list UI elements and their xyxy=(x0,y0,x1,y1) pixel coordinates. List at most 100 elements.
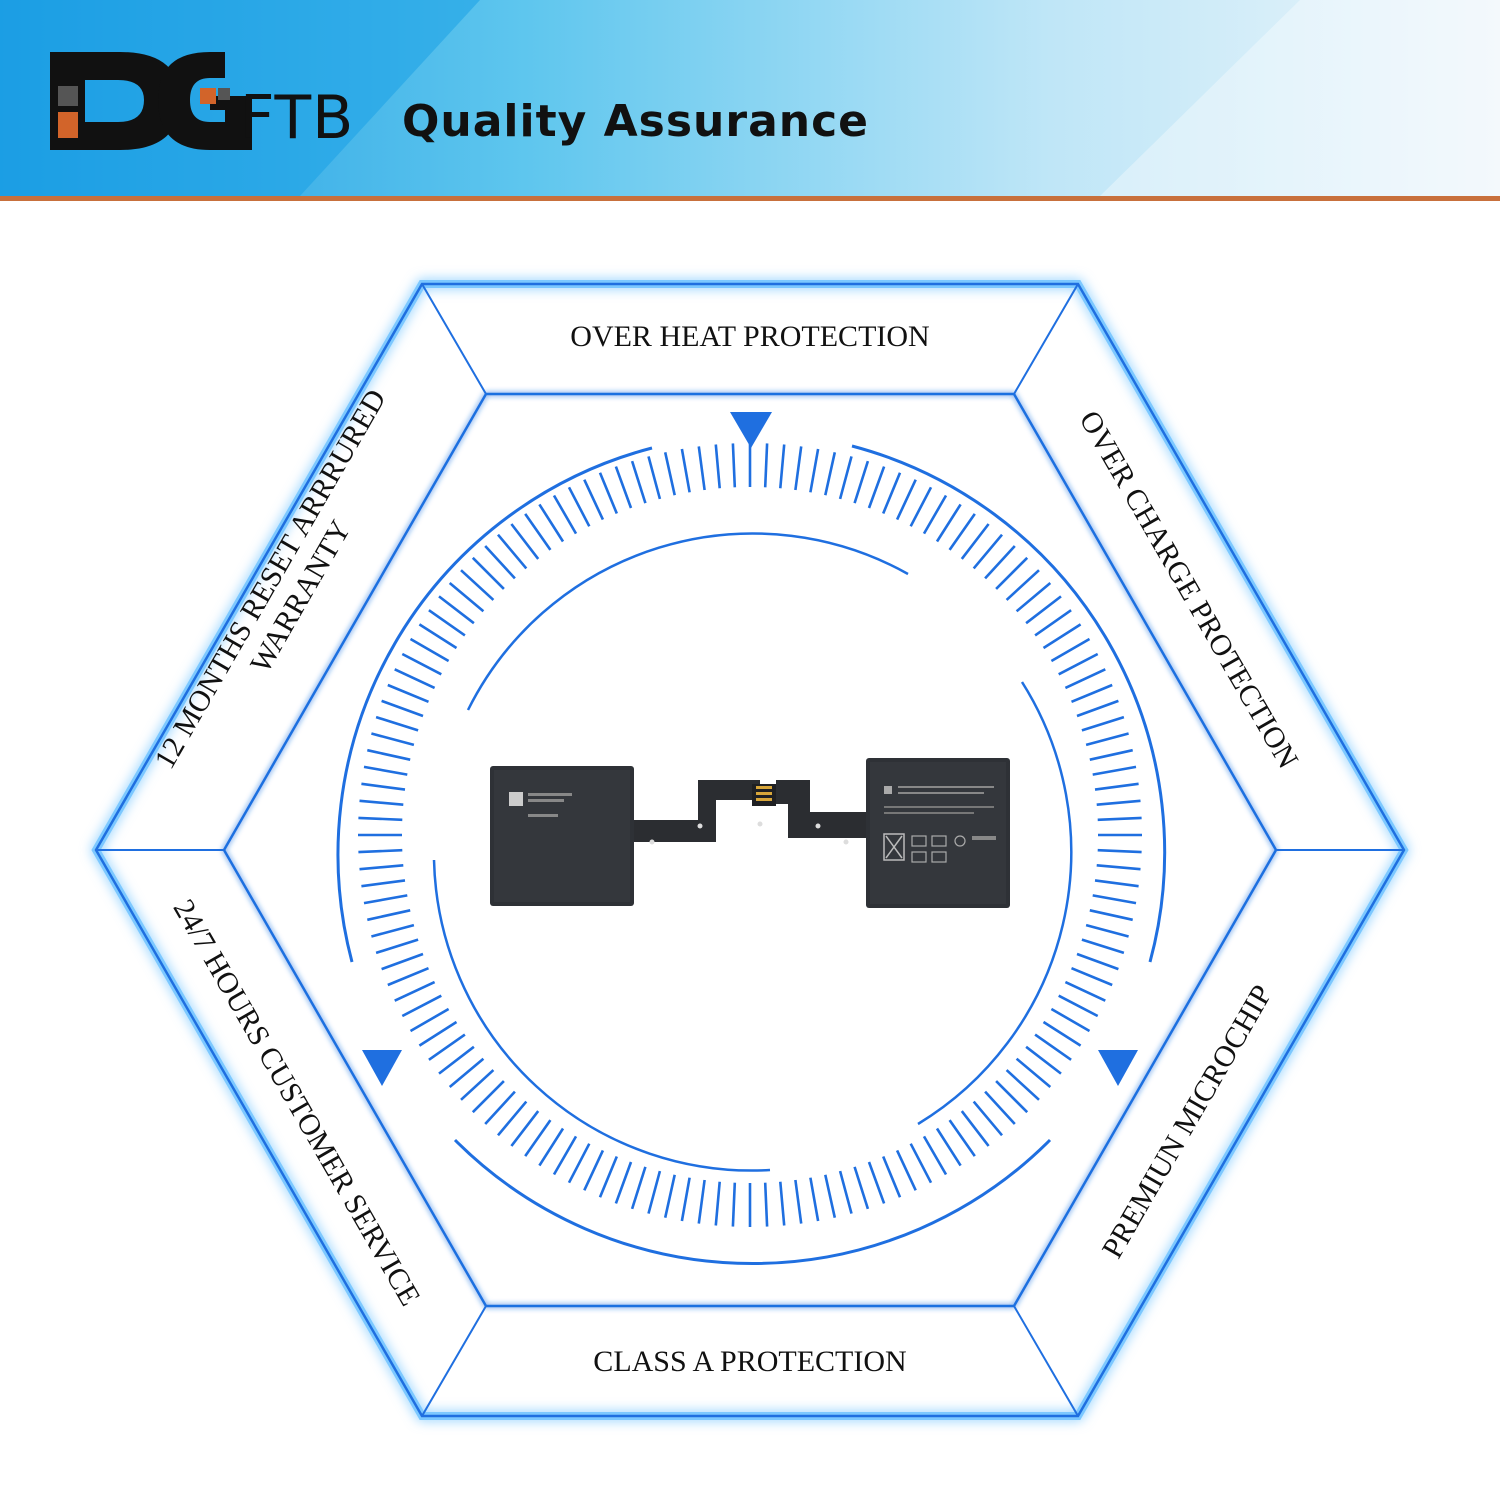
tick-mark xyxy=(697,446,706,491)
tick-mark xyxy=(538,1127,565,1167)
tick-mark xyxy=(401,994,442,1018)
tick-mark xyxy=(367,748,411,761)
tick-mark xyxy=(1071,966,1113,987)
tick-mark xyxy=(361,782,406,791)
tick-mark xyxy=(409,1007,450,1033)
tick-mark xyxy=(809,448,820,493)
tick-mark xyxy=(394,980,436,1002)
tick-mark xyxy=(418,623,458,650)
tick-mark xyxy=(448,1057,485,1088)
tick-mark xyxy=(935,503,962,543)
tick-mark xyxy=(614,466,633,509)
tick-mark xyxy=(583,479,605,521)
tick-mark xyxy=(697,1179,706,1224)
outer-arcs xyxy=(336,444,1167,1265)
header-banner: FTB Quality Assurance xyxy=(0,0,1500,196)
tick-mark xyxy=(401,652,442,676)
triangle-markers xyxy=(362,412,1138,1086)
tick-mark xyxy=(680,1177,691,1222)
tick-mark xyxy=(853,460,870,504)
tick-mark xyxy=(1089,748,1133,761)
tick-mark xyxy=(1058,994,1099,1018)
tick-mark xyxy=(630,1166,647,1210)
tick-mark xyxy=(1071,683,1113,704)
tick-mark xyxy=(361,879,406,888)
tick-mark xyxy=(428,609,466,637)
tick-mark xyxy=(838,456,853,500)
tick-mark xyxy=(960,1110,990,1147)
tick-mark xyxy=(387,966,429,987)
tick-mark xyxy=(359,864,404,871)
tick-mark xyxy=(1097,848,1142,854)
tick-mark xyxy=(995,1080,1029,1114)
tick-mark xyxy=(895,479,917,521)
tick-mark xyxy=(438,595,475,625)
tick-mark xyxy=(381,699,424,718)
tick-mark xyxy=(794,1179,803,1224)
battery-icon xyxy=(490,758,1010,908)
tick-mark xyxy=(838,1170,853,1214)
tick-mark xyxy=(1092,765,1137,776)
dg-logo xyxy=(50,52,252,150)
tick-mark xyxy=(418,1020,458,1047)
tick-mark xyxy=(524,513,552,551)
tick-mark xyxy=(438,1045,475,1075)
tick-mark xyxy=(922,494,948,535)
tick-mark xyxy=(409,637,450,663)
feature-class-a-protection: CLASS A PROTECTION xyxy=(593,1344,907,1378)
tick-mark xyxy=(960,523,990,560)
tick-mark xyxy=(371,732,415,747)
tick-mark xyxy=(552,494,578,535)
tick-mark xyxy=(387,683,429,704)
tick-mark xyxy=(731,443,737,488)
tick-mark xyxy=(359,799,404,806)
tick-mark xyxy=(358,816,403,822)
tick-mark xyxy=(381,952,424,971)
hexagon-connectors xyxy=(96,283,1404,1417)
tick-mark xyxy=(552,1135,578,1176)
tick-mark xyxy=(663,1174,676,1218)
tick-mark xyxy=(935,1127,962,1167)
tick-mark xyxy=(1025,595,1062,625)
tick-mark xyxy=(630,460,647,504)
tick-mark xyxy=(358,848,403,854)
feature-over-heat-protection: OVER HEAT PROTECTION xyxy=(570,319,930,353)
tick-mark xyxy=(714,1181,721,1226)
header-divider xyxy=(0,196,1500,201)
tick-mark xyxy=(484,1090,516,1125)
tick-mark xyxy=(1085,732,1129,747)
tick-mark xyxy=(909,486,933,527)
tick-mark xyxy=(995,556,1029,590)
tick-mark xyxy=(1094,782,1139,791)
tick-mark xyxy=(663,452,676,496)
tick-mark xyxy=(881,472,902,514)
tick-mark xyxy=(922,1135,948,1176)
tick-mark xyxy=(1005,1069,1040,1101)
tick-mark xyxy=(1096,799,1141,806)
tick-mark xyxy=(1050,1007,1091,1033)
tick-mark xyxy=(881,1156,902,1198)
tick-mark xyxy=(984,1090,1016,1125)
tick-mark xyxy=(497,1100,528,1137)
inner-arcs xyxy=(432,532,1073,1172)
tick-mark xyxy=(363,894,408,905)
tick-mark xyxy=(779,444,786,489)
tick-mark xyxy=(471,556,505,590)
tick-mark xyxy=(779,1181,786,1226)
tick-mark xyxy=(510,1110,540,1147)
tick-mark xyxy=(510,523,540,560)
tick-mark xyxy=(1064,980,1106,1002)
tick-mark xyxy=(984,545,1016,580)
triangle-marker-right xyxy=(1098,1050,1138,1086)
tick-mark xyxy=(867,466,886,509)
tick-mark xyxy=(647,1170,662,1214)
tick-mark xyxy=(867,1161,886,1204)
tick-mark xyxy=(394,668,436,690)
tick-mark xyxy=(1092,894,1137,905)
tick-mark xyxy=(824,452,837,496)
tick-mark xyxy=(948,513,976,551)
tick-mark xyxy=(809,1177,820,1222)
tick-mark xyxy=(1005,569,1040,601)
tick-mark xyxy=(1025,1045,1062,1075)
tick-mark xyxy=(1050,637,1091,663)
